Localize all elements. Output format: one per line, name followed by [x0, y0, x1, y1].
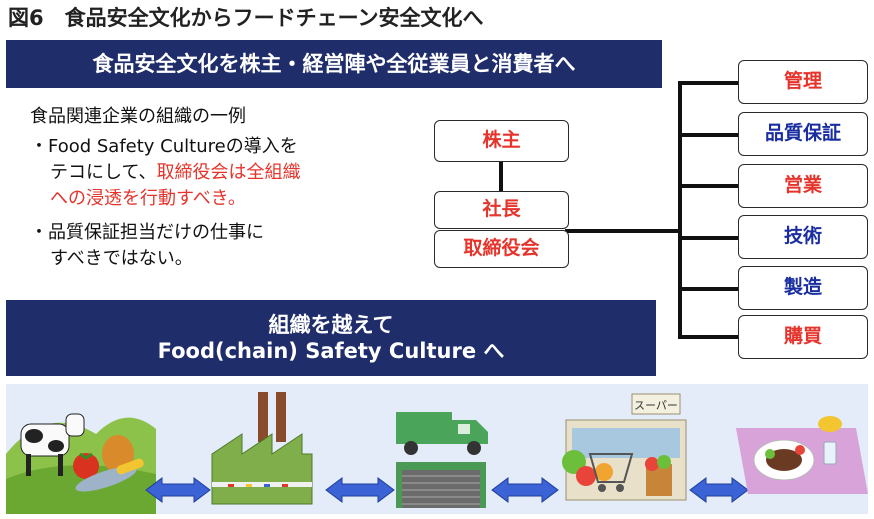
supermarket-sign: スーパー: [634, 399, 678, 412]
connector-shareholders-president: [499, 160, 503, 194]
department-trunk-line: [678, 81, 682, 337]
bidirectional-arrow-3: [491, 477, 559, 503]
bullet-1-line-2: テコにして、取締役会は全組織: [50, 160, 301, 186]
bidirectional-arrow-4: [689, 477, 749, 503]
board-box: 取締役会: [434, 230, 569, 268]
branch-line-6: [678, 335, 740, 339]
bullet-1-line-1: ・Food Safety Cultureの導入を: [30, 136, 298, 157]
supermarket-icon: スーパー: [562, 393, 687, 501]
meal-table-icon: [736, 416, 868, 494]
food-chain-illustration: スーパー: [6, 384, 868, 514]
branch-line-2: [678, 133, 740, 137]
bullet-2-line-2: すべきではない。: [50, 248, 193, 269]
farm-produce-icon: [6, 413, 156, 514]
shareholders-box: 株主: [434, 120, 569, 162]
figure-title: 図6 食品安全文化からフードチェーン安全文化へ: [8, 6, 484, 30]
dept-box-quality-assurance: 品質保証: [738, 112, 868, 156]
bottom-banner-line-2: Food(chain) Safety Culture へ: [157, 339, 505, 363]
bullet-1-text-black: テコにして、: [50, 162, 157, 183]
dept-box-sales: 営業: [738, 164, 868, 208]
dept-box-purchasing: 購買: [738, 315, 868, 359]
dept-box-manufacturing: 製造: [738, 266, 868, 310]
dept-box-technology: 技術: [738, 215, 868, 259]
bullet-1-text-red: 取締役会は全組織: [156, 162, 301, 183]
truck-warehouse-icon: [396, 412, 488, 508]
bullet-1-line-3: への浸透を行動すべき。: [50, 188, 246, 209]
top-banner: 食品安全文化を株主・経営陣や全従業員と消費者へ: [6, 40, 662, 88]
bullet-2-line-1: ・品質保証担当だけの仕事に: [30, 222, 264, 243]
factory-icon: [211, 392, 313, 505]
food-chain-svg: スーパー: [6, 392, 868, 514]
branch-line-1: [678, 81, 740, 85]
branch-line-5: [678, 287, 740, 291]
bidirectional-arrow-2: [325, 477, 395, 503]
branch-line-3: [678, 184, 740, 188]
bottom-banner: 組織を越えて Food(chain) Safety Culture へ: [6, 300, 656, 376]
connector-board-trunk: [565, 229, 680, 233]
dept-box-management: 管理: [738, 60, 868, 104]
bidirectional-arrow-1: [145, 477, 211, 503]
org-example-heading: 食品関連企業の組織の一例: [30, 106, 246, 127]
president-box: 社長: [434, 191, 569, 229]
bottom-banner-line-1: 組織を越えて: [268, 313, 394, 337]
branch-line-4: [678, 236, 740, 240]
